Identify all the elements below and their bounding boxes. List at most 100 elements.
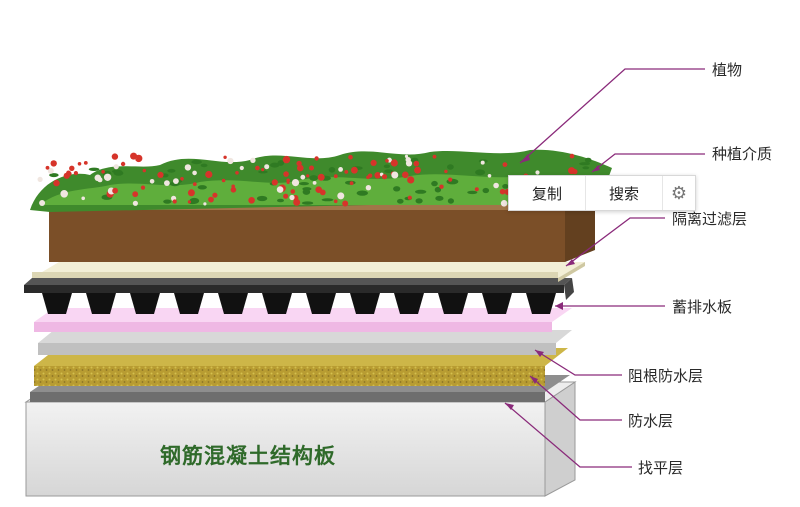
label-filter: 隔离过滤层 xyxy=(672,210,748,228)
leaf xyxy=(189,197,200,204)
flower xyxy=(248,197,255,204)
leaf xyxy=(113,170,124,176)
flower xyxy=(338,167,343,172)
flower xyxy=(283,171,289,177)
leaf xyxy=(258,170,268,174)
leaf xyxy=(447,198,454,204)
flower xyxy=(349,181,354,186)
flower xyxy=(444,169,448,174)
flower xyxy=(39,200,46,206)
flower xyxy=(94,174,102,182)
flower xyxy=(120,161,126,167)
context-menu: 复制 搜索 ⚙ xyxy=(508,175,696,211)
flower xyxy=(235,171,239,175)
copy-button[interactable]: 复制 xyxy=(509,176,586,210)
leaf xyxy=(277,198,284,203)
root-barrier-layer xyxy=(38,330,572,355)
drainage-cup xyxy=(438,293,468,314)
flower xyxy=(535,170,540,175)
flower xyxy=(291,179,300,187)
leader-leveling xyxy=(504,402,632,468)
drainage-cup xyxy=(394,293,424,314)
label-root-barrier: 阻根防水层 xyxy=(628,367,704,385)
flower xyxy=(337,192,345,200)
leaf xyxy=(431,180,438,187)
flower xyxy=(391,171,399,179)
leaf xyxy=(200,163,208,168)
slab-label: 钢筋混凝土结构板 xyxy=(160,444,336,468)
leader-filter xyxy=(565,217,665,267)
flower xyxy=(132,200,138,206)
flower xyxy=(112,187,118,194)
flower xyxy=(333,199,338,204)
leaf xyxy=(356,190,368,196)
leader-waterproof xyxy=(529,375,622,421)
flower xyxy=(192,170,197,176)
leaf xyxy=(270,162,280,168)
drainage-cup xyxy=(262,293,292,314)
leaf xyxy=(434,186,442,193)
flower xyxy=(271,179,278,186)
search-button[interactable]: 搜索 xyxy=(586,176,663,210)
label-waterproof: 防水层 xyxy=(628,412,674,430)
flower xyxy=(413,160,420,167)
flower xyxy=(351,166,358,174)
leaf xyxy=(584,157,592,163)
flower xyxy=(286,180,290,184)
leaf xyxy=(482,187,490,194)
drainage-board xyxy=(24,278,574,314)
filter-layer xyxy=(32,262,585,282)
flower xyxy=(230,187,237,193)
leaf xyxy=(299,182,309,186)
leaf xyxy=(397,198,404,204)
flower xyxy=(374,172,382,179)
flower xyxy=(309,165,314,171)
drainage-cup xyxy=(306,293,336,314)
flower xyxy=(276,186,284,193)
flower xyxy=(502,162,508,168)
flower xyxy=(60,190,68,198)
flower xyxy=(250,157,256,163)
drainage-cup xyxy=(42,293,72,314)
leaf xyxy=(256,195,268,202)
flower xyxy=(407,195,412,200)
flower xyxy=(261,168,265,172)
flower xyxy=(83,161,88,165)
flower xyxy=(187,200,191,204)
flower xyxy=(439,184,444,189)
flower xyxy=(405,160,413,167)
drainage-cup xyxy=(482,293,512,314)
flower xyxy=(480,160,485,165)
label-leveling: 找平层 xyxy=(638,459,684,477)
leader-lines xyxy=(504,68,705,468)
label-plants: 植物 xyxy=(712,61,743,79)
flower xyxy=(569,153,575,159)
flower xyxy=(69,165,75,171)
flower xyxy=(366,175,370,179)
flower xyxy=(290,189,296,194)
leaf xyxy=(301,201,314,205)
flower xyxy=(370,159,377,166)
flower xyxy=(130,152,138,160)
leader-plants xyxy=(519,68,705,164)
leader-arrowheads xyxy=(505,154,600,410)
flower xyxy=(264,164,270,170)
flower xyxy=(493,182,499,189)
flower xyxy=(282,155,291,164)
flower xyxy=(164,180,170,187)
flower xyxy=(448,177,453,182)
flower xyxy=(192,182,197,187)
leaf xyxy=(415,198,423,204)
leader-growing-medium xyxy=(591,153,705,173)
flower xyxy=(390,159,398,167)
pink-membrane xyxy=(34,308,572,332)
flower xyxy=(414,166,421,174)
flower xyxy=(172,199,177,204)
flower xyxy=(342,200,349,207)
flower xyxy=(293,198,301,206)
leaf xyxy=(321,198,334,202)
leaf xyxy=(415,189,427,194)
flower xyxy=(348,154,353,160)
gear-icon[interactable]: ⚙ xyxy=(670,182,688,204)
drainage-cup xyxy=(174,293,204,314)
